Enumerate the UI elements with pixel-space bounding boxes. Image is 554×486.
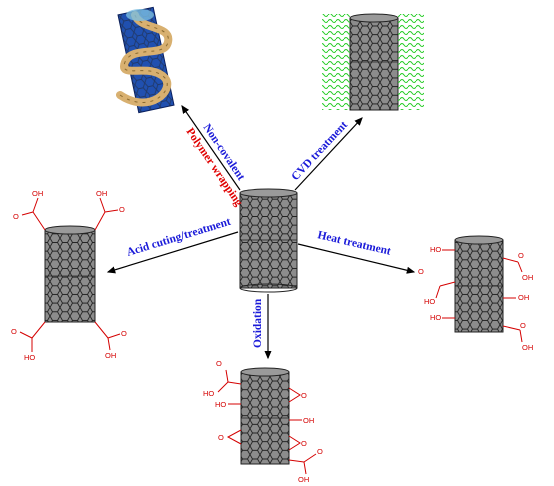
- chem-label: O: [301, 439, 307, 448]
- chem-label: O: [13, 212, 19, 221]
- label-oxidation: Oxidation: [252, 298, 264, 348]
- cvd-nanotube-icon: [322, 13, 424, 111]
- arrow-heat: [297, 243, 416, 274]
- chem-label: OH: [105, 351, 116, 360]
- chem-label: O: [520, 321, 526, 330]
- chem-label: O: [121, 329, 127, 338]
- chem-label: O: [317, 447, 323, 456]
- arrows: [106, 105, 416, 360]
- chem-label: OH: [303, 416, 314, 425]
- chem-label: OH: [518, 293, 529, 302]
- chem-label: OH: [96, 189, 107, 198]
- center-nanotube: [239, 188, 298, 293]
- chem-label: O: [216, 359, 222, 368]
- arrow-noncovalent: [181, 105, 241, 191]
- chem-label: HO: [215, 400, 226, 409]
- acid-treated-nanotube: OH O OH O O HO O OH: [11, 189, 127, 362]
- chem-label: O: [119, 205, 125, 214]
- oxidized-nanotube: O HO HO O OH O O O OH: [203, 359, 323, 484]
- label-heat: Heat treatment: [316, 229, 392, 258]
- heat-treated-nanotube: HO O OH O HO OH HO O OH: [418, 235, 533, 352]
- label-cvd: CVD treatment: [289, 119, 350, 183]
- label-acid: Acid cuting/treatment: [125, 216, 232, 259]
- chem-label: HO: [424, 297, 435, 306]
- arrow-cvd: [294, 117, 363, 191]
- chem-label: O: [11, 327, 17, 336]
- chem-label: O: [518, 251, 524, 260]
- chem-label: OH: [522, 343, 533, 352]
- chem-label: O: [218, 433, 224, 442]
- chem-label: OH: [32, 189, 43, 198]
- chem-label: HO: [203, 389, 214, 398]
- chem-label: OH: [298, 475, 309, 484]
- chem-label: O: [301, 391, 307, 400]
- chem-label: HO: [430, 245, 441, 254]
- arrow-acid: [106, 231, 239, 274]
- chem-label: HO: [24, 353, 35, 362]
- chem-label: HO: [430, 313, 441, 322]
- chem-label: O: [418, 267, 424, 276]
- polymer-wrapped-nanotube-icon: [116, 6, 175, 114]
- chem-label: OH: [522, 273, 533, 282]
